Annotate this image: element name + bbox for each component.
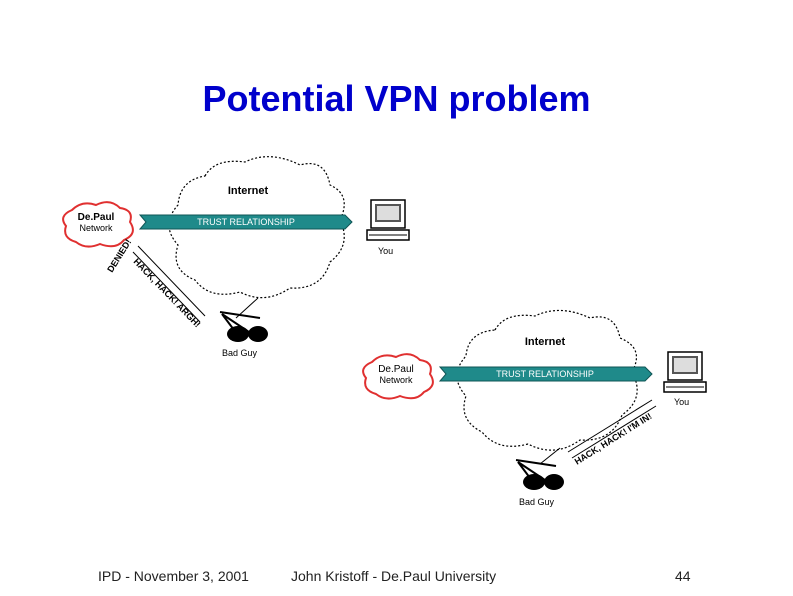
- you-label: You: [674, 397, 689, 407]
- trust-label: TRUST RELATIONSHIP: [197, 217, 295, 227]
- internet-label: Internet: [228, 185, 269, 197]
- trust-label: TRUST RELATIONSHIP: [496, 369, 594, 379]
- trust-relationship-bar: [438, 366, 653, 382]
- internet-label: Internet: [525, 336, 566, 348]
- computer-icon: [366, 199, 410, 241]
- you-label: You: [378, 246, 393, 256]
- depaul-cloud: [362, 353, 434, 400]
- bad-guy-icon: [515, 459, 565, 491]
- depaul-label-1: De.Paul: [78, 212, 115, 223]
- depaul-label-2: Network: [79, 223, 113, 233]
- computer-icon: [663, 351, 707, 393]
- trust-relationship-bar: [138, 214, 353, 230]
- diagram-1: Internet De.Paul Network TRUST RELATIONS…: [62, 156, 410, 358]
- depaul-cloud: [62, 201, 134, 248]
- footer-author: John Kristoff - De.Paul University: [291, 568, 497, 584]
- slide-title: Potential VPN problem: [202, 78, 591, 119]
- bad-guy-label: Bad Guy: [519, 497, 555, 507]
- footer-date: IPD - November 3, 2001: [98, 568, 249, 584]
- bad-guy-icon: [219, 311, 269, 343]
- bad-guy-label: Bad Guy: [222, 348, 258, 358]
- depaul-label-2: Network: [379, 375, 413, 385]
- page-number: 44: [675, 568, 691, 584]
- depaul-label-1: De.Paul: [378, 364, 414, 375]
- diagram-2: Internet De.Paul Network TRUST RELATIONS…: [362, 309, 707, 507]
